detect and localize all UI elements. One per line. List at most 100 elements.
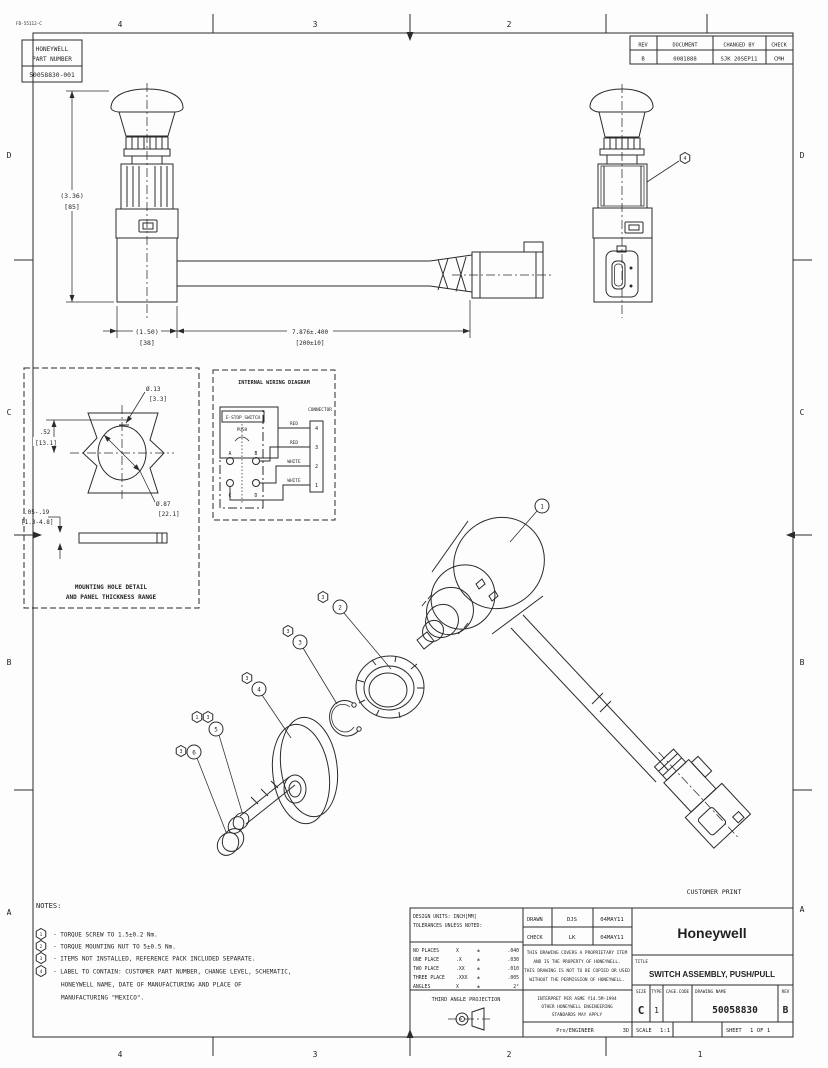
cage-code-label: CAGE.CODE — [666, 989, 690, 995]
rev-header-rev: REV — [638, 43, 647, 49]
wiring-push-label: PUSH — [237, 427, 248, 433]
scale-label: SCALE — [636, 1028, 652, 1034]
balloon-item-5: 5 — [214, 726, 218, 733]
balloon-flag-1: 1 — [196, 715, 199, 721]
balloon-item-3: 3 — [298, 639, 302, 646]
balloon-item-1: 1 — [540, 503, 544, 510]
panel-range-in: .05-.19 — [24, 509, 50, 516]
tol-row-1-label: ONE PLACE — [413, 957, 439, 963]
tol-row-4-places: X — [456, 984, 459, 990]
note-3-text: - ITEMS NOT INSTALLED, REFERENCE PACK IN… — [53, 956, 255, 963]
cad-mode: 3D — [623, 1028, 629, 1034]
tol-row-1-places: .X — [456, 957, 462, 963]
tol-row-2-places: .XX — [456, 966, 465, 972]
rev-header-changed-by: CHANGED BY — [723, 43, 755, 49]
rev-header-document: DOCUMENT — [673, 43, 698, 49]
balloon-item-6: 6 — [192, 749, 196, 756]
title-label: TITLE — [635, 959, 648, 965]
notes: NOTES: 1 - TORQUE SCREW TO 1.5±0.2 Nm. 2… — [35, 902, 291, 1002]
design-units-label: DESIGN UNITS: INCH[MM] — [413, 914, 477, 920]
wiring-pin-4: 4 — [315, 426, 318, 432]
wiring-contact-d: D — [255, 493, 258, 499]
interpret-line-1: INTERPRET PER ASME Y14.5M-1994 — [537, 996, 617, 1002]
proprietary-line-1: THIS DRAWING COVERS A PROPRIETARY ITEM — [527, 950, 628, 956]
tol-row-3-value: .005 — [507, 975, 519, 981]
balloon-flag-3d: 3 — [207, 715, 210, 721]
rev-value: B — [641, 57, 645, 63]
offset-in: .52 — [40, 429, 51, 436]
main-dia-in: Ø.87 — [156, 501, 171, 508]
rev-check: CMH — [774, 57, 784, 63]
wiring-pin-3: 3 — [315, 445, 318, 451]
proprietary-line-2: AND IS THE PROPERTY OF HONEYWELL. — [533, 959, 620, 965]
internal-wiring-diagram: INTERNAL WIRING DIAGRAM E-STOP SWITCH PU… — [212, 369, 336, 521]
zone-left-a: A — [7, 908, 12, 917]
size-value: C — [638, 1004, 645, 1017]
wiring-wire-4: RED — [290, 421, 298, 427]
part-number-value: 50058830-001 — [29, 72, 75, 79]
hole-dia-mm: [3.3] — [149, 396, 167, 403]
note-4-text-2: HONEYWELL NAME, DATE OF MANUFACTURING AN… — [61, 982, 242, 989]
part-number-label-1: HONEYWELL — [36, 46, 69, 53]
balloon-flag-3a: 3 — [322, 595, 325, 601]
hole-dia-in: Ø.13 — [146, 386, 161, 393]
check-by: LK — [569, 935, 576, 941]
dim-width-mm: [38] — [139, 339, 155, 347]
tol-row-0-pm: ± — [477, 949, 480, 954]
drawn-label: DRAWN — [527, 917, 543, 923]
exploded-view: 1 3 2 3 3 3 4 1 3 5 3 6 CUSTOMER PRINT — [175, 498, 752, 896]
dim-height-in: (3.36) — [60, 192, 83, 200]
tol-row-4-pm: ± — [477, 985, 480, 990]
zone-right-c: C — [800, 408, 805, 417]
dim-width-in: (1.50) — [135, 328, 158, 336]
tol-row-3-places: .XXX — [456, 975, 468, 981]
title-block: DESIGN UNITS: INCH[MM] TOLERANCES UNLESS… — [409, 907, 794, 1038]
tol-row-0-value: .040 — [507, 948, 519, 954]
wiring-pin-1: 1 — [315, 483, 318, 489]
form-number: FD-55112-C — [16, 21, 42, 27]
dim-cable-mm: [200±10] — [296, 340, 325, 347]
tol-row-0-places: X — [456, 948, 459, 954]
proprietary-line-4: WITHOUT THE PERMISSION OF HONEYWELL. — [529, 977, 624, 983]
note-4-text-1: - LABEL TO CONTAIN: CUSTOMER PART NUMBER… — [53, 969, 291, 976]
side-view: 4 — [589, 84, 691, 318]
wiring-pin-2: 2 — [315, 464, 318, 470]
zone-left-b: B — [7, 658, 12, 667]
note-4-flag: 4 — [40, 969, 43, 975]
main-dia-mm: [22.1] — [158, 511, 180, 518]
tol-row-3-label: THREE PLACE — [413, 975, 445, 981]
rev-document: 0081888 — [673, 57, 697, 63]
wiring-wire-2: WHITE — [287, 459, 301, 465]
zone-bottom-3: 3 — [313, 1050, 318, 1059]
balloon-flag-3c: 3 — [246, 676, 249, 682]
note-2-text: - TORQUE MOUNTING NUT TO 5±0.5 Nm. — [53, 944, 176, 951]
rev-changed-by: SJK 20SEP11 — [720, 57, 757, 63]
interpret-line-3: STANDARDS MAY APPLY — [552, 1012, 603, 1018]
interpret-line-2: OTHER HONEYWELL ENGINEERING — [541, 1004, 613, 1010]
check-date: 04MAY11 — [600, 935, 624, 941]
tol-row-2-value: .010 — [507, 966, 519, 972]
tol-row-4-value: 2° — [513, 984, 519, 990]
third-angle-projection-symbol — [448, 1007, 490, 1031]
cad-system: Pro/ENGINEER — [556, 1028, 594, 1034]
tolerances-label: TOLERANCES UNLESS NOTED: — [413, 923, 482, 929]
tol-row-0-label: NO PLACES — [413, 948, 439, 954]
note-2-flag: 2 — [40, 944, 43, 950]
rev-label: REV — [782, 989, 790, 995]
wiring-switch-label: E-STOP SWITCH — [226, 415, 261, 421]
dim-height-mm: [85] — [64, 203, 80, 211]
rev-header-check: CHECK — [771, 43, 787, 49]
type-label: TYPE — [651, 989, 662, 995]
wiring-connector-label: CONNECTOR — [308, 407, 332, 413]
size-label: SIZE — [636, 989, 647, 995]
zone-right-d: D — [800, 151, 805, 160]
part-number-block: HONEYWELL PART NUMBER 50058830-001 — [21, 39, 83, 83]
sheet-value: 1 OF 1 — [750, 1028, 770, 1034]
note-1-flag: 1 — [40, 932, 43, 938]
panel-range-mm: [1.3-4.8] — [21, 519, 54, 526]
rev-value: B — [783, 1005, 789, 1016]
balloon-item-4: 4 — [257, 686, 261, 693]
wiring-contact-a: A — [229, 451, 232, 457]
zone-bottom-1: 1 — [698, 1050, 703, 1059]
tol-row-2-pm: ± — [477, 967, 480, 972]
